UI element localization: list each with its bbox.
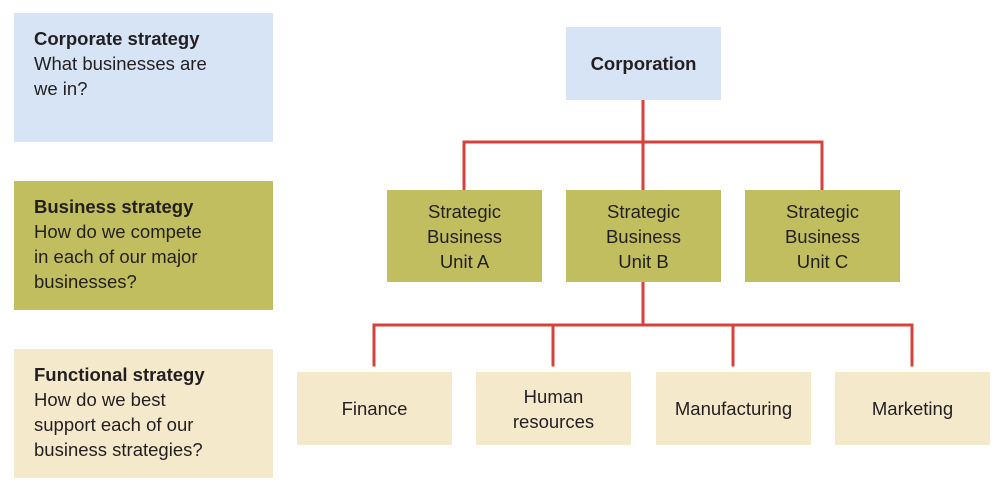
functional-strategy-title: Functional strategy xyxy=(34,364,205,385)
sbu-b-label: Strategic Business Unit B xyxy=(605,200,682,272)
sbu-a-label: Strategic Business Unit A xyxy=(426,200,503,272)
human-resources-node: Human resources xyxy=(476,372,631,445)
business-strategy-description: How do we compete in each of our major b… xyxy=(34,221,202,292)
marketing-label: Marketing xyxy=(871,398,954,419)
sbu-c-node: Strategic Business Unit C xyxy=(745,190,900,282)
manufacturing-label: Manufacturing xyxy=(674,398,793,419)
functional-strategy-description: How do we best support each of our busin… xyxy=(34,389,203,460)
corporate-strategy-title: Corporate strategy xyxy=(34,28,200,49)
business-strategy-title: Business strategy xyxy=(34,196,194,217)
business-strategy-box: Business strategy How do we compete in e… xyxy=(14,181,273,310)
corporation-node: Corporation xyxy=(566,27,721,100)
finance-label: Finance xyxy=(341,398,408,419)
corporate-strategy-description: What businesses are we in? xyxy=(34,53,207,99)
finance-node: Finance xyxy=(297,372,452,445)
corporation-label: Corporation xyxy=(590,53,697,74)
sbu-a-node: Strategic Business Unit A xyxy=(387,190,542,282)
manufacturing-node: Manufacturing xyxy=(656,372,811,445)
sbu-c-label: Strategic Business Unit C xyxy=(784,200,861,272)
marketing-node: Marketing xyxy=(835,372,990,445)
sbu-b-node: Strategic Business Unit B xyxy=(566,190,721,282)
functional-strategy-box: Functional strategy How do we best suppo… xyxy=(14,349,273,478)
corporate-strategy-box: Corporate strategy What businesses are w… xyxy=(14,13,273,142)
human-resources-label: Human resources xyxy=(512,385,595,432)
